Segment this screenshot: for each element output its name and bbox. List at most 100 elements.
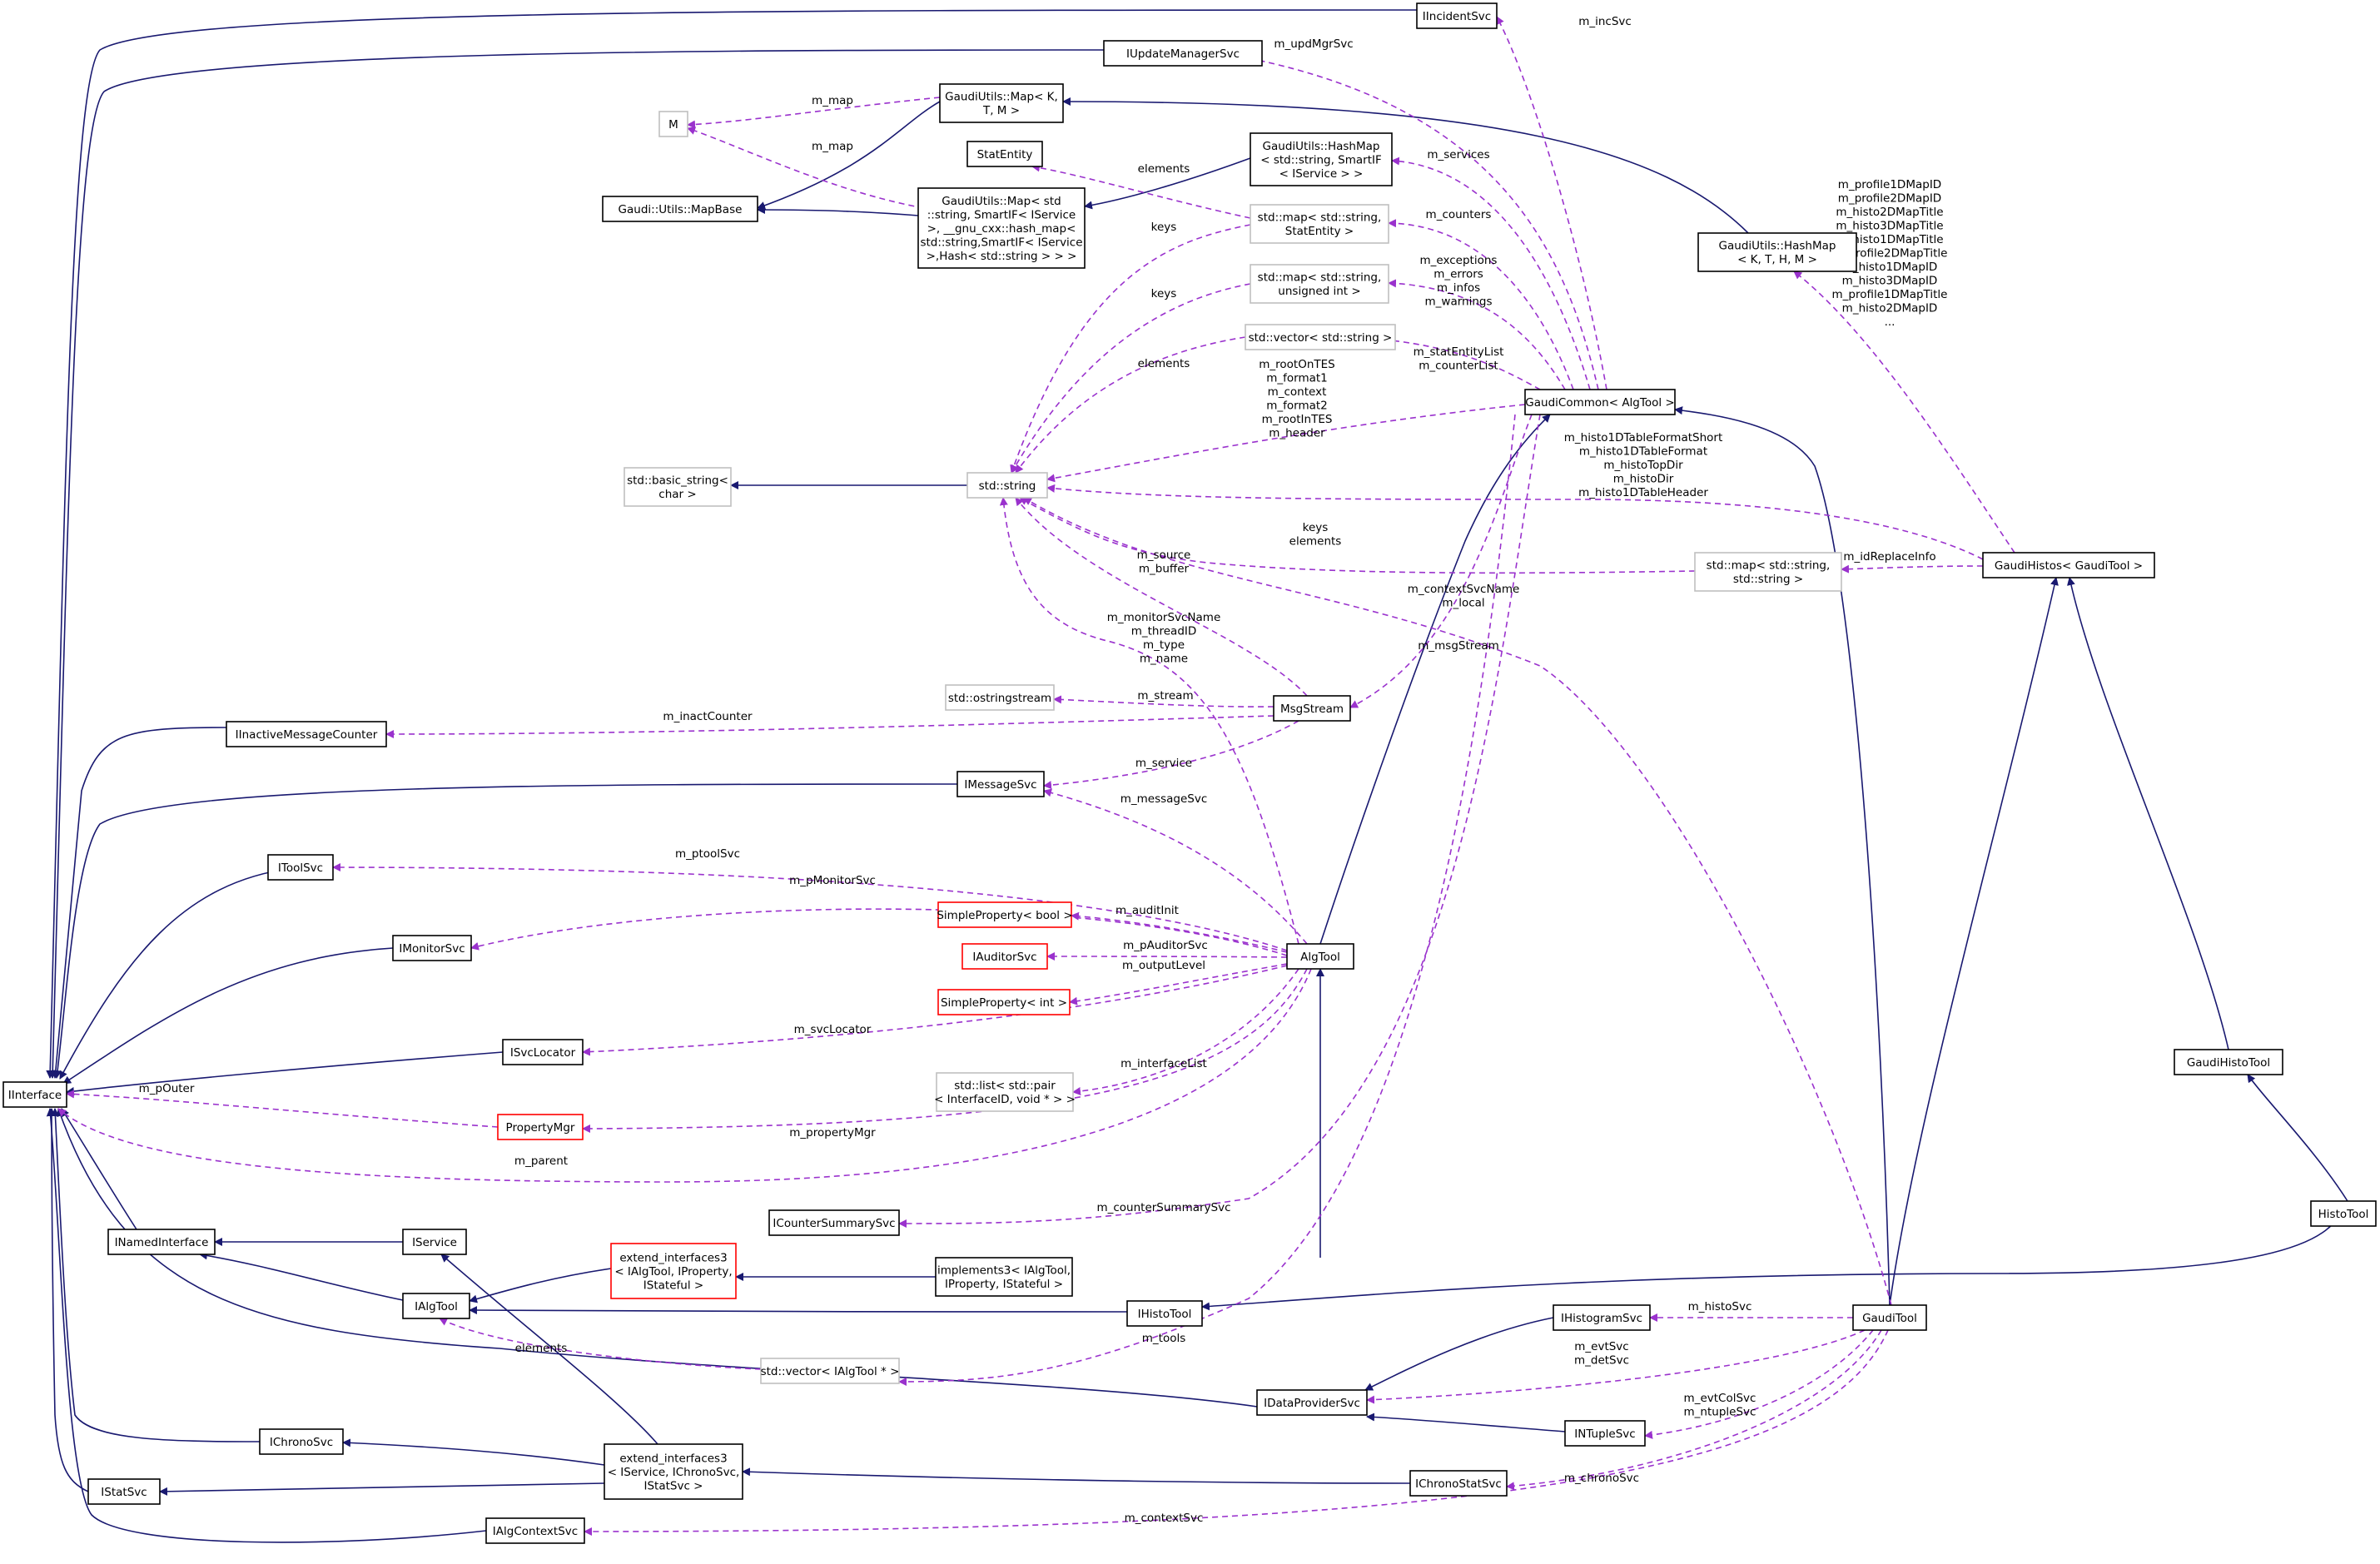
class-node-msgstream[interactable]: MsgStream	[1273, 695, 1351, 722]
class-name-line: IAuditorSvc	[972, 951, 1036, 964]
class-node-ostringstream[interactable]: std::ostringstream	[945, 684, 1055, 711]
class-node-simplepropertyint[interactable]: SimpleProperty< int >	[937, 989, 1071, 1015]
class-node-gaudihistotool[interactable]: GaudiHistoTool	[2174, 1049, 2283, 1075]
class-node-histotool[interactable]: HistoTool	[2310, 1200, 2377, 1227]
class-name-line: GaudiHistoTool	[2187, 1056, 2270, 1070]
class-node-implements3[interactable]: implements3< IAlgTool,IProperty, IStatef…	[935, 1257, 1073, 1297]
usage-edge	[1506, 1329, 1882, 1491]
edge-label: m_detSvc	[1574, 1354, 1629, 1368]
class-node-hashmapkthm[interactable]: GaudiUtils::HashMap< K, T, H, M >	[1697, 232, 1857, 272]
usage-edge	[57, 968, 1312, 1183]
inheritance-edge	[1062, 97, 1749, 234]
class-node-propertymgr[interactable]: PropertyMgr	[497, 1114, 584, 1140]
class-node-iinterface[interactable]: IInterface	[2, 1081, 67, 1108]
inheritance-edge	[53, 783, 958, 1079]
class-name-line: IInactiveMessageCounter	[236, 728, 378, 742]
class-node-basicstring[interactable]: std::basic_string<char >	[624, 467, 732, 507]
class-node-gaudicommon[interactable]: GaudiCommon< AlgTool >	[1524, 389, 1676, 415]
class-node-icountersummarysvc[interactable]: ICounterSummarySvc	[768, 1209, 900, 1236]
inheritance-arrow	[2247, 1074, 2348, 1202]
edge-label: m_histoDir	[1613, 473, 1674, 486]
class-name-line: IIncidentSvc	[1423, 10, 1491, 23]
class-node-ichronostatsvc[interactable]: IChronoStatSvc	[1409, 1470, 1508, 1497]
edge-label: keys	[1303, 521, 1329, 534]
class-node-gaudihistos[interactable]: GaudiHistos< GaudiTool >	[1982, 552, 2155, 578]
class-node-stdstring[interactable]: std::string	[966, 472, 1048, 499]
class-node-itoolsvc[interactable]: IToolSvc	[267, 854, 334, 881]
class-box	[1564, 1420, 1646, 1447]
class-node-gauditool[interactable]: GaudiTool	[1852, 1304, 1927, 1331]
edge-label: m_inactCounter	[663, 710, 753, 723]
class-node-iservice[interactable]: IService	[402, 1229, 467, 1255]
inheritance-arrow	[66, 1051, 504, 1095]
edge-label: m_ntupleSvc	[1684, 1406, 1756, 1419]
class-name-line: < IService, IChronoSvc,	[608, 1466, 740, 1479]
class-box	[1982, 552, 2155, 578]
class-name-line: std::vector< std::string >	[1249, 331, 1393, 345]
edge-label: elements	[515, 1342, 568, 1355]
class-node-inamedinterface[interactable]: INamedInterface	[107, 1229, 216, 1255]
class-node-m[interactable]: M	[658, 111, 688, 137]
class-node-imessagesvc[interactable]: IMessageSvc	[956, 771, 1045, 797]
class-node-simplepropertybool[interactable]: SimpleProperty< bool >	[937, 901, 1073, 928]
usage-arrow	[687, 127, 925, 209]
inheritance-arrow	[46, 9, 1418, 1079]
inheritance-arrow	[1366, 1413, 1566, 1432]
class-node-listpair[interactable]: std::list< std::pair< InterfaceID, void …	[934, 1072, 1076, 1112]
usage-arrow	[1072, 968, 1299, 1096]
edge-label: m_name	[1140, 653, 1188, 666]
class-name-line: IMonitorSvc	[399, 942, 465, 956]
class-node-mapstringstring[interactable]: std::map< std::string,std::string >	[1694, 552, 1842, 592]
class-node-idataprovidersvc[interactable]: IDataProviderSvc	[1256, 1389, 1368, 1416]
edge-label: m_histo3DMapID	[1842, 275, 1938, 288]
edge-label: m_interfaceList	[1120, 1057, 1207, 1070]
class-node-extendinterfaces3a[interactable]: extend_interfaces3< IAlgTool, IProperty,…	[610, 1243, 737, 1299]
class-node-statentity[interactable]: StatEntity	[966, 141, 1043, 167]
inheritance-edge	[469, 1306, 1128, 1315]
class-name-line: MsgStream	[1280, 703, 1344, 716]
class-node-extendinterfaces3b[interactable]: extend_interfaces3< IService, IChronoSvc…	[604, 1443, 743, 1500]
class-node-isvclocator[interactable]: ISvcLocator	[502, 1039, 584, 1065]
class-node-vecalgtool[interactable]: std::vector< IAlgTool * >	[760, 1358, 900, 1384]
edge-label: m_chronoSvc	[1564, 1472, 1639, 1485]
class-node-ialgtool[interactable]: IAlgTool	[402, 1293, 470, 1319]
class-box	[402, 1293, 470, 1319]
class-node-mapstd[interactable]: GaudiUtils::Map< std::string, SmartIF< I…	[917, 187, 1086, 269]
class-box	[1697, 232, 1857, 272]
edge-label: m_local	[1442, 597, 1484, 610]
class-node-mapbase[interactable]: Gaudi::Utils::MapBase	[602, 196, 758, 222]
usage-arrow	[332, 863, 1288, 951]
class-node-iupdatemanagersvc[interactable]: IUpdateManagerSvc	[1103, 40, 1263, 67]
class-node-iincidentsvc[interactable]: IIncidentSvc	[1416, 2, 1498, 29]
usage-edge	[584, 1329, 1889, 1536]
class-node-vecstring[interactable]: std::vector< std::string >	[1245, 324, 1396, 350]
class-node-ialgcontextsvc[interactable]: IAlgContextSvc	[485, 1517, 585, 1544]
edge-label: m_rootOnTES	[1259, 358, 1335, 371]
class-node-ihistotool[interactable]: IHistoTool	[1126, 1300, 1203, 1327]
usage-arrow	[898, 414, 1516, 1386]
class-node-istatsvc[interactable]: IStatSvc	[87, 1478, 161, 1505]
usage-arrow	[1644, 1329, 1874, 1439]
inheritance-arrow	[53, 783, 958, 1079]
usage-arrow	[57, 968, 1312, 1183]
class-node-iauditorsvc[interactable]: IAuditorSvc	[961, 943, 1048, 970]
class-box	[1286, 943, 1354, 970]
class-box	[936, 1072, 1074, 1112]
class-name-line: INTupleSvc	[1574, 1427, 1635, 1441]
class-node-algtool[interactable]: AlgTool	[1286, 943, 1354, 970]
class-node-ichronosvc[interactable]: IChronoSvc	[259, 1428, 344, 1455]
edge-label: elements	[1138, 357, 1190, 370]
usage-edge	[1388, 219, 1574, 390]
class-node-mapstatentity[interactable]: std::map< std::string,StatEntity >	[1250, 204, 1389, 244]
class-name-line: IAlgTool	[415, 1300, 458, 1313]
class-node-imonitorsvc[interactable]: IMonitorSvc	[392, 935, 472, 961]
inheritance-edge	[1201, 1200, 2344, 1311]
class-node-intuplesvc[interactable]: INTupleSvc	[1564, 1420, 1646, 1447]
usage-arrow	[999, 497, 1299, 945]
class-node-mapktm[interactable]: GaudiUtils::Map< K,T, M >	[939, 83, 1064, 123]
class-node-iinactivemessagecounter[interactable]: IInactiveMessageCounter	[226, 721, 387, 747]
class-name-line: < std::string, SmartIF	[1260, 153, 1382, 166]
class-node-mapuint[interactable]: std::map< std::string,unsigned int >	[1250, 264, 1389, 304]
class-node-ihistogramsvc[interactable]: IHistogramSvc	[1553, 1304, 1651, 1331]
class-node-hashmapsvc[interactable]: GaudiUtils::HashMap< std::string, SmartI…	[1250, 132, 1393, 186]
